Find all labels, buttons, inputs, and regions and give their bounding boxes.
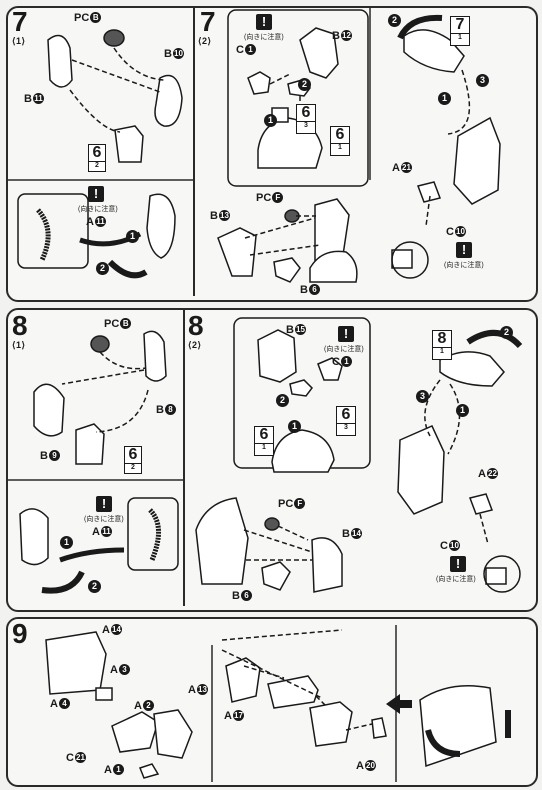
warning-text: (向きに注意) — [436, 576, 476, 583]
step-8-number-2: 8 — [188, 310, 204, 341]
arrow-step-2: 2 — [96, 262, 109, 275]
arrow-step-1: 1 — [438, 92, 451, 105]
arrow-step-1: 1 — [456, 404, 469, 417]
arrow-step-2: 2 — [500, 326, 513, 339]
step-8-number: 8 — [12, 310, 28, 341]
warning-icon: ! — [88, 186, 104, 202]
arrow-step-1: 1 — [126, 230, 139, 243]
arrow-step-3: 3 — [416, 390, 429, 403]
warning-text: (向きに注意) — [84, 516, 124, 523]
warning-text: (向きに注意) — [324, 346, 364, 353]
arrow-step-3: 3 — [476, 74, 489, 87]
arrow-step-2: 2 — [388, 14, 401, 27]
step-7-sub-1: ⟨1⟩ — [12, 36, 26, 46]
warning-icon: ! — [96, 496, 112, 512]
arrow-step-2: 2 — [298, 78, 311, 91]
warning-icon: ! — [456, 242, 472, 258]
arrow-step-2: 2 — [276, 394, 289, 407]
arrow-step-1: 1 — [60, 536, 73, 549]
step-7-number: 7 — [12, 6, 28, 37]
step-8-sub-1: ⟨1⟩ — [12, 340, 26, 350]
warning-icon: ! — [338, 326, 354, 342]
arrow-step-1: 1 — [264, 114, 277, 127]
warning-text: (向きに注意) — [444, 262, 484, 269]
arrow-step-2: 2 — [88, 580, 101, 593]
warning-text: (向きに注意) — [244, 34, 284, 41]
warning-text: (向きに注意) — [78, 206, 118, 213]
warning-icon: ! — [450, 556, 466, 572]
warning-icon: ! — [256, 14, 272, 30]
step-9-number: 9 — [12, 618, 28, 649]
step-8-sub-2: ⟨2⟩ — [188, 340, 202, 350]
step-7-number-2: 7 — [200, 6, 216, 37]
arrow-step-1: 1 — [288, 420, 301, 433]
step-7-sub-2: ⟨2⟩ — [198, 36, 212, 46]
